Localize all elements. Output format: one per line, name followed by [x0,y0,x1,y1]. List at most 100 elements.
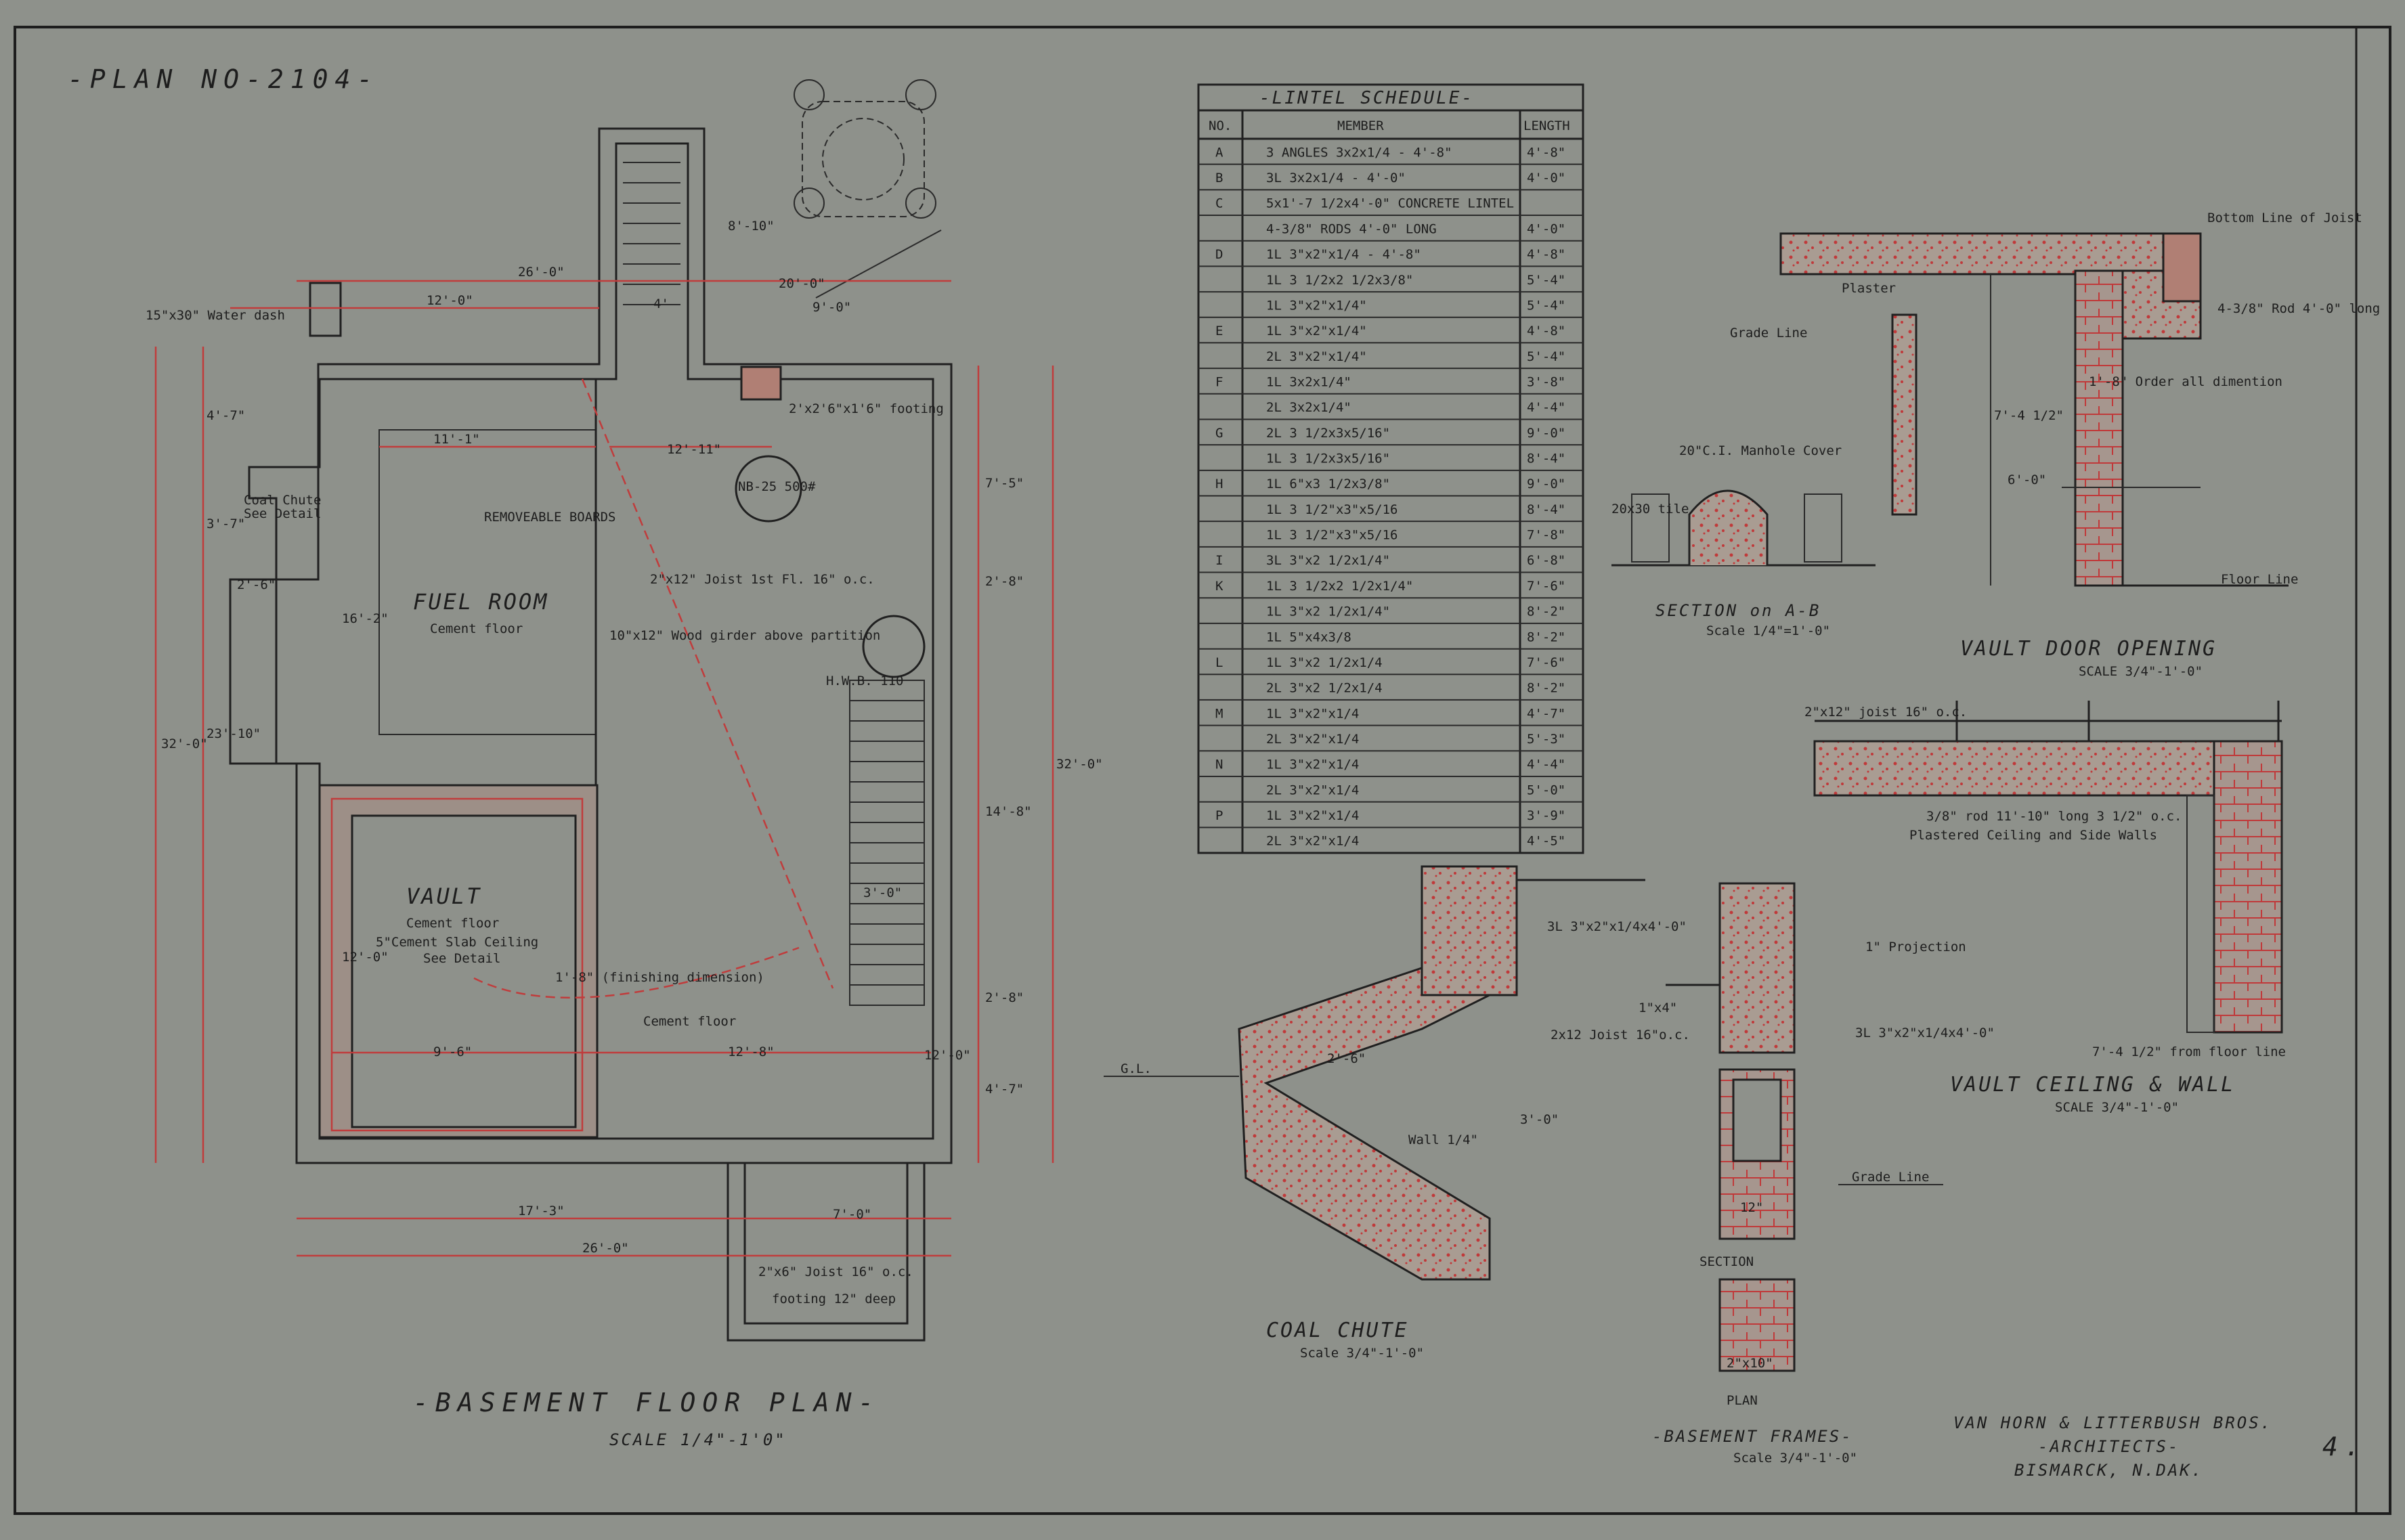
lintel-cell-length: 8'-2" [1527,604,1565,619]
lintel-cell-length: 8'-2" [1527,630,1565,644]
section-ab-drawing [1611,313,1918,567]
lintel-cell-member: 1L 3 1/2"x3"x5/16 [1266,528,1398,543]
dim-3ft-7: 3'-7" [207,516,245,531]
vault-ceiling-wall-drawing [1813,701,2283,1034]
lintel-cell-member: 1L 3"x2"x1/4" [1266,298,1367,313]
projection-label: 1" Projection [1865,940,1966,954]
lintel-cell-no: N [1215,757,1223,772]
lintel-cell-length: 8'-4" [1527,502,1565,517]
lintel-cell-member: 1L 3x2x1/4" [1266,374,1351,389]
lintel-cell-member: 1L 6"x3 1/2x3/8" [1266,477,1390,491]
lintel-cell-length: 3'-9" [1527,808,1565,823]
chimney-flue [740,366,782,401]
lintel-cell-length: 4'-5" [1527,834,1565,849]
porch-foundation-inner [743,1163,909,1325]
main-floor-label: Cement floor [643,1014,736,1029]
floor-line-label: Floor Line [2221,572,2298,587]
coal-chute-title: COAL CHUTE [1266,1319,1409,1342]
vault-door-swing [473,946,800,999]
lintel-cell-length: 5'-0" [1527,783,1565,797]
fuel-room-outline [378,429,597,735]
lintel-cell-no: A [1215,145,1223,160]
dim-12-right: 12'-0" [924,1048,971,1063]
dim-3ft: 3'-0" [863,885,902,900]
vault-floor-label: Cement floor [406,916,499,931]
dim-7ft: 7'-5" [985,476,1024,491]
lintel-cell-length: 9'-0" [1527,477,1565,491]
coal-chute-drawing [1104,865,1645,1281]
lintel-cell-member: 2L 3"x2"x1/4 [1266,732,1359,747]
lintel-cell-member: 2L 3"x2 1/2x1/4 [1266,681,1383,696]
architect-role: -ARCHITECTS- [2038,1437,2180,1456]
lintel-cell-no: K [1215,579,1223,594]
basement-plan-title: -BASEMENT FLOOR PLAN- [413,1388,880,1417]
coal-chute-detail-label: See Detail [244,506,321,521]
hwb-label: H.W.B. 110 [826,674,903,688]
porch-footing-label: footing 12" deep [772,1292,896,1306]
lintel-cell-no: M [1215,706,1223,721]
lintel-header-no: NO. [1209,118,1232,133]
coal-chute-label: Coal Chute [244,493,321,508]
dim-20ft: 20'-0" [779,276,825,291]
lintel-cell-member: 1L 3 1/2x2 1/2x3/8" [1266,273,1413,288]
vault-ceiling-plaster-label: Plastered Ceiling and Side Walls [1909,828,2157,843]
basement-frames-title: -BASEMENT FRAMES- [1652,1427,1853,1446]
lintel-cell-member: 1L 3 1/2x3x5/16" [1266,452,1390,466]
lintel-cell-member: 3L 3x2x1/4 - 4'-0" [1266,171,1406,185]
porch-foundation [727,1163,926,1342]
grade-line-label: Grade Line [1730,326,1807,340]
lintel-cell-member: 1L 3"x2 1/2x1/4" [1266,604,1390,619]
lintel-cell-member: 1L 3"x2 1/2x1/4 [1266,655,1383,670]
lintel-cell-no: H [1215,477,1223,491]
lintel-cell-no: G [1215,426,1223,441]
dim-17ft: 17'-3" [518,1204,565,1218]
architect-firm: VAN HORN & LITTERBUSH BROS. [1953,1413,2272,1432]
dim-14ft: 14'-8" [985,804,1032,819]
frames-grade-label: Grade Line [1852,1170,1929,1185]
vault-door-title: VAULT DOOR OPENING [1960,637,2217,661]
dim-2ft-8-b: 2'-8" [985,990,1024,1005]
lintel-cell-member: 1L 5"x4x3/8 [1266,630,1351,644]
lintel-schedule-title: -LINTEL SCHEDULE- [1259,88,1474,108]
lintel-cell-length: 6'-8" [1527,553,1565,568]
lintel-cell-length: 7'-6" [1527,655,1565,670]
lintel-cell-length: 9'-0" [1527,426,1565,441]
lintel-cell-member: 1L 3"x2"x1/4 - 4'-8" [1266,247,1421,262]
lintel-cell-no: D [1215,247,1223,262]
dim-4ft: 4' [653,296,669,311]
lintel-cell-length: 4'-7" [1527,706,1565,721]
coal-chute-scale: Scale 3/4"-1'-0" [1300,1346,1424,1361]
lintel-cell-length: 8'-2" [1527,681,1565,696]
dim-4ft-7-b: 4'-7" [985,1082,1024,1097]
lintel-cell-no: L [1215,655,1223,670]
lintel-cell-member: 1L 3"x2"x1/4 [1266,757,1359,772]
dim-7ft-porch: 7'-0" [833,1207,871,1222]
finishing-dimension-label: 1'-8" (finishing dimension) [555,970,764,985]
basement-plan-scale: SCALE 1/4"-1'0" [609,1430,787,1449]
sheet-border [14,26,2391,1515]
dim-26ft-top: 26'-0" [518,265,565,280]
lintel-cell-length: 8'-4" [1527,452,1565,466]
lintel-schedule-table [1197,83,1584,854]
dim-9ft-tower: 9'-0" [812,300,851,315]
vault-door-scale: SCALE 3/4"-1'-0" [2079,664,2203,679]
lintel-cell-length: 4'-0" [1527,221,1565,236]
lintel-cell-length: 3'-8" [1527,374,1565,389]
coal-chute-dim-2: 3'-0" [1520,1112,1559,1127]
dim-9ft: 9'-6" [433,1044,472,1059]
vault-ceiling-scale: SCALE 3/4"-1'-0" [2055,1100,2179,1115]
vault-red-line [330,797,584,1132]
tower-outline [802,101,925,217]
basement-frames-scale: Scale 3/4"-1'-0" [1733,1451,1857,1466]
dim-16ft: 16'-2" [342,611,389,626]
lintel-cell-length: 7'-6" [1527,579,1565,594]
lintel-cell-no: P [1215,808,1223,823]
dim-4ft-7: 4'-7" [207,408,245,423]
diagonal-joist-line [581,378,834,989]
lintel-cell-length: 5'-4" [1527,298,1565,313]
coal-chute-grade: G.L. [1121,1061,1152,1076]
porch-joist-label: 2"x6" Joist 16" o.c. [758,1264,913,1279]
basement-floor-plan [154,79,1054,1342]
lintel-cell-length: 4'-4" [1527,757,1565,772]
